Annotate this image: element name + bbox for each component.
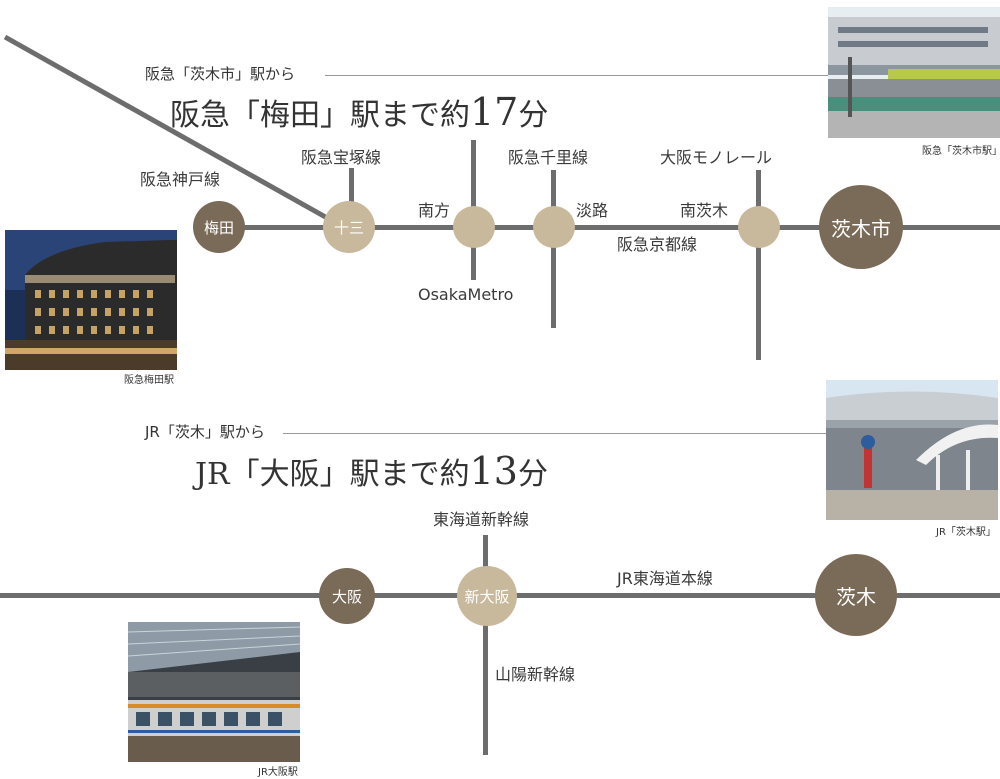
label-monorail: 大阪モノレール [660,148,773,167]
jr-from-text: JR「茨木」駅から [145,423,265,441]
station-osaka-label: 大阪 [331,587,362,606]
hankyu-headline: 阪急「梅田」駅まで約17分 [170,93,548,131]
label-awaji: 淡路 [576,201,609,220]
station-minamikata[interactable] [453,206,495,248]
takarazuka-branch [349,168,354,208]
jr-headline-unit: 分 [517,457,548,492]
station-awaji[interactable] [533,206,575,248]
hankyu-from-text: 阪急「茨木市」駅から [145,65,296,83]
kobe-line-diagonal [3,34,347,231]
label-tokaido-shinkansen: 東海道新幹線 [433,510,530,529]
station-juso[interactable]: 十三 [323,201,375,253]
station-shin-osaka[interactable]: 新大阪 [457,566,517,626]
photo-hankyu-ibarakishi [828,7,1000,138]
caption-hankyu-ibarakishi: 阪急「茨木市駅」 [922,146,1000,157]
photo-jr-osaka [128,622,300,762]
label-takarazuka-line: 阪急宝塚線 [301,148,382,167]
station-shin-osaka-label: 新大阪 [464,587,510,606]
station-juso-label: 十三 [333,218,364,237]
caption-hankyu-umeda: 阪急梅田駅 [124,375,174,386]
hankyu-header-rule [325,75,830,76]
station-minami-ibaraki[interactable] [738,206,780,248]
jr-headline-prefix: JR「大阪」駅まで約 [195,457,470,492]
label-kyoto-line: 阪急京都線 [617,235,698,254]
jr-headline-number: 13 [469,449,518,493]
photo-jr-ibaraki [826,380,998,520]
jr-headline: JR「大阪」駅まで約13分 [195,452,548,490]
station-ibarakishi-label: 茨木市 [831,216,891,241]
monorail-branch [756,170,761,360]
station-ibaraki[interactable]: 茨木 [815,554,897,636]
label-sanyo-shinkansen: 山陽新幹線 [495,665,576,684]
hankyu-main-line [200,225,1000,230]
label-osaka-metro: OsakaMetro [418,285,514,304]
label-kobe-line: 阪急神戸線 [140,170,221,189]
senri-branch [551,170,556,328]
hankyu-headline-prefix: 阪急「梅田」駅まで約 [170,98,470,133]
caption-jr-osaka: JR大阪駅 [258,767,298,778]
label-minamikata: 南方 [418,201,451,220]
caption-jr-ibaraki: JR「茨木駅」 [936,527,996,538]
label-senri-line: 阪急千里線 [508,148,589,167]
label-minami-ibaraki: 南茨木 [680,201,729,220]
hankyu-headline-number: 17 [470,90,519,134]
station-umeda-label: 梅田 [203,218,234,237]
photo-hankyu-umeda [5,230,177,370]
label-tokaido-main-line: JR東海道本線 [617,569,713,588]
shinkansen-branch [483,535,488,755]
station-ibarakishi[interactable]: 茨木市 [819,185,903,269]
hankyu-headline-unit: 分 [518,98,549,133]
jr-header-rule [283,433,828,434]
station-ibaraki-label: 茨木 [836,584,876,609]
station-osaka[interactable]: 大阪 [319,568,375,624]
station-umeda[interactable]: 梅田 [193,201,245,253]
